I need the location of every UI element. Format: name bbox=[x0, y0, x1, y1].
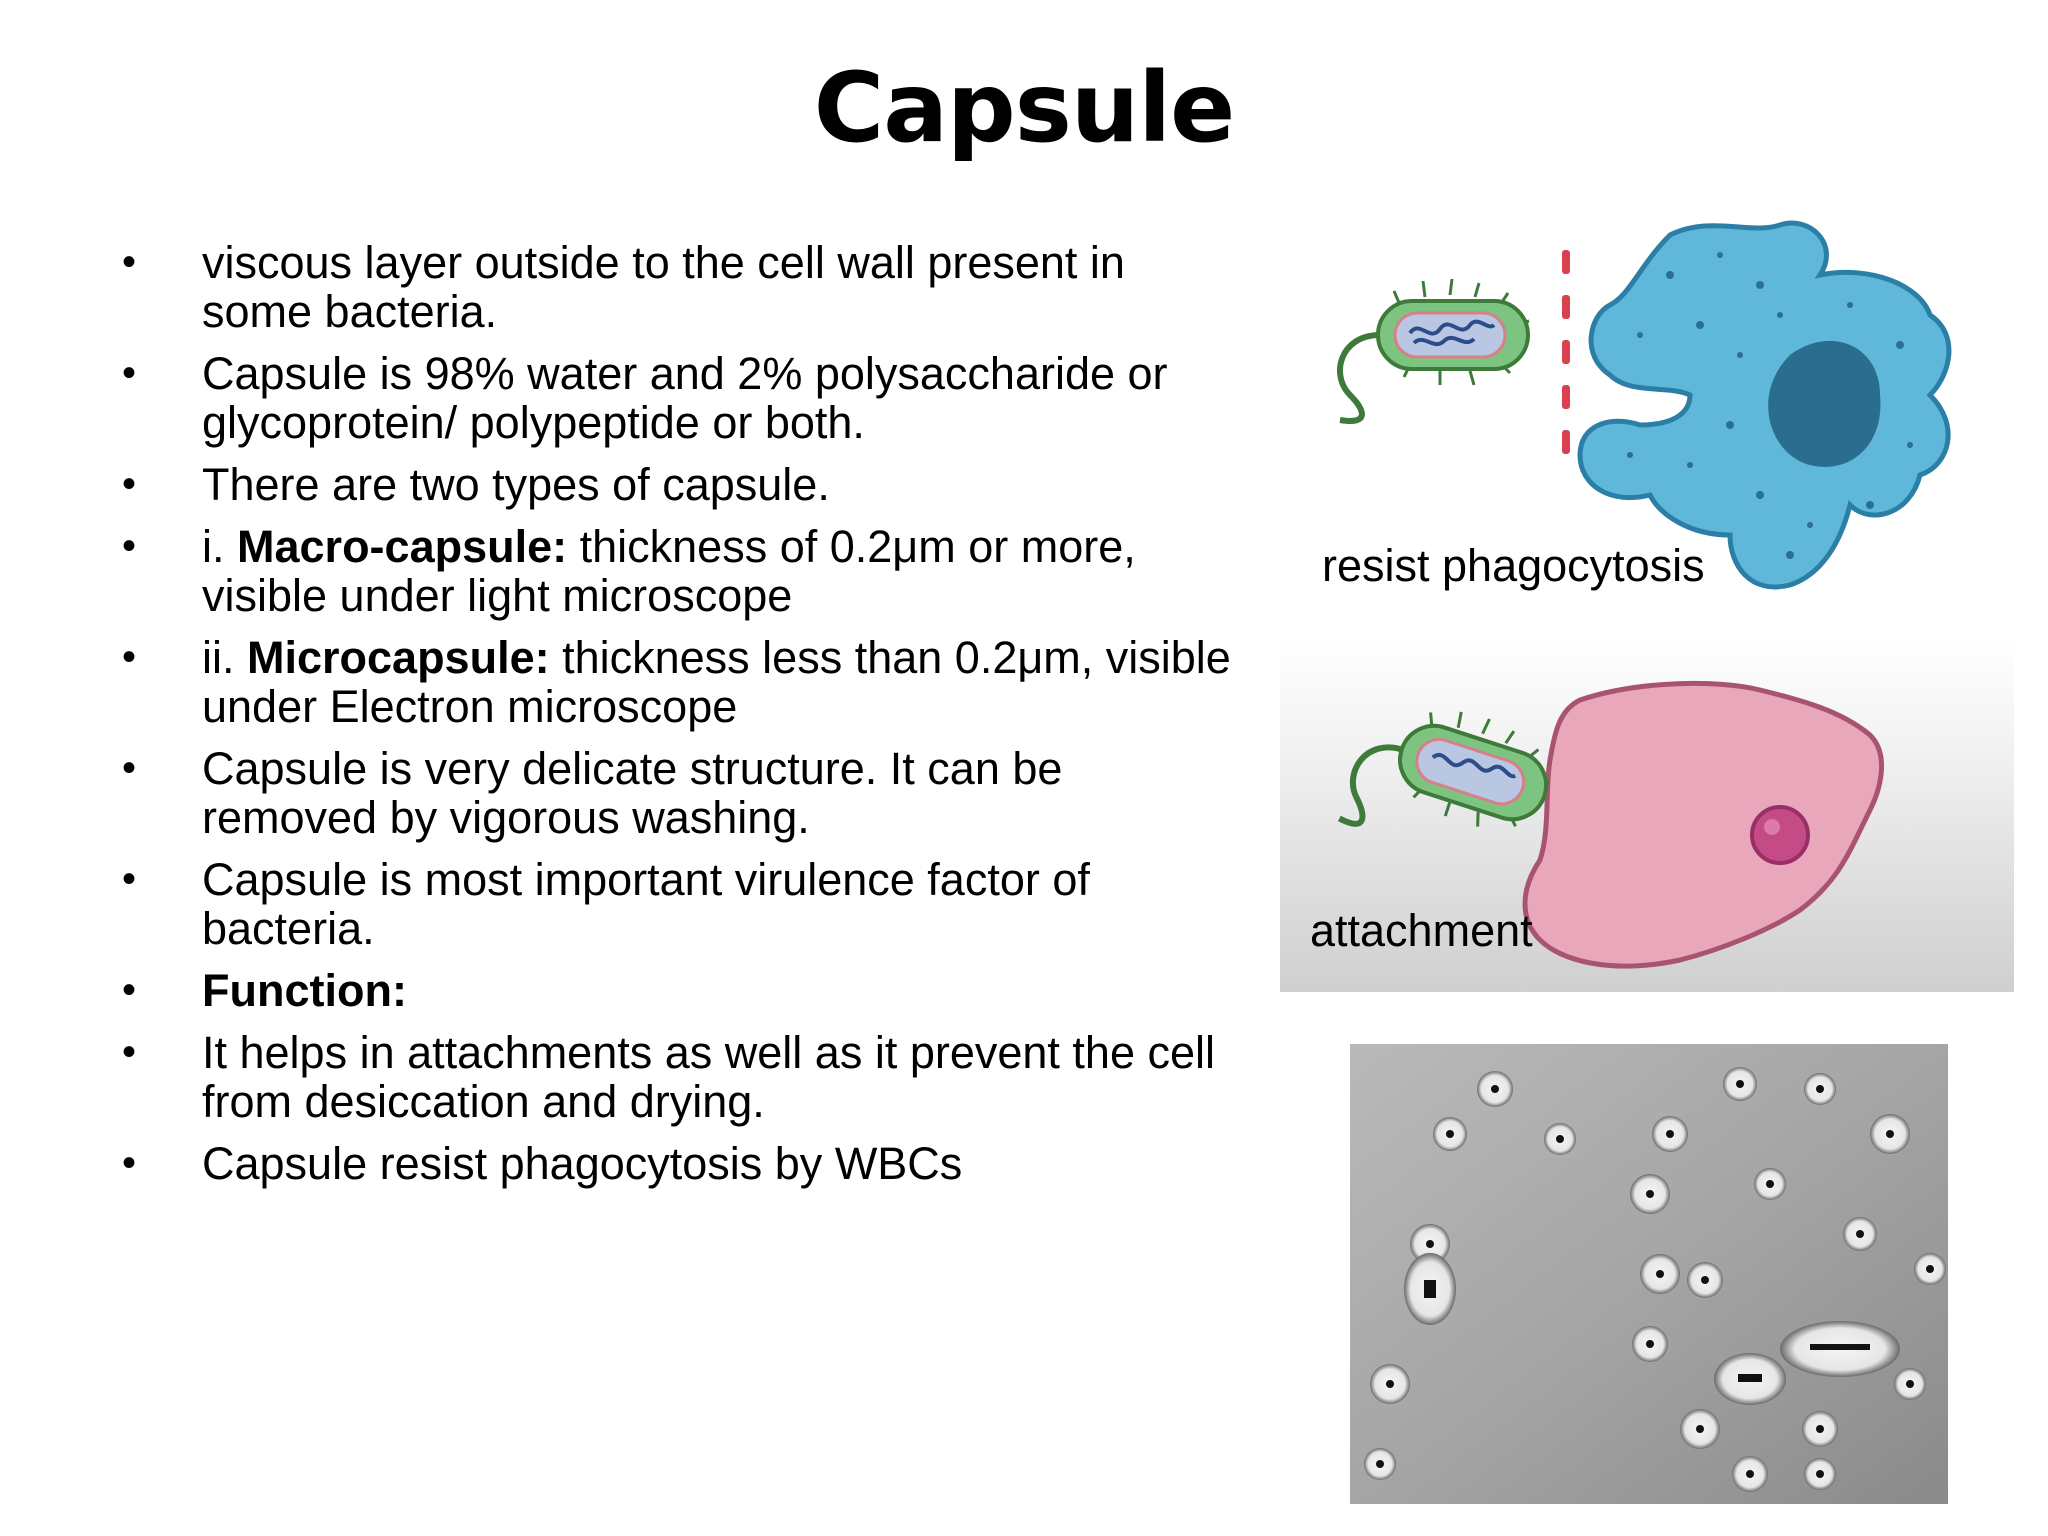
bullet-item: •i. Macro-capsule: thickness of 0.2μm or… bbox=[122, 521, 1136, 621]
bullet-dot: • bbox=[122, 1141, 137, 1185]
bullet-dot: • bbox=[122, 240, 137, 284]
phagocytosis-caption: resist phagocytosis bbox=[1322, 540, 1705, 591]
bullet-item: •ii. Microcapsule: thickness less than 0… bbox=[122, 632, 1231, 732]
capsule-micrograph bbox=[1350, 1044, 1948, 1504]
bullet-item: •There are two types of capsule. bbox=[122, 459, 830, 510]
bullet-item: •Capsule is 98% water and 2% polysacchar… bbox=[122, 348, 1168, 448]
host-cell-icon bbox=[1522, 680, 1885, 969]
bullet-item: •Capsule is most important virulence fac… bbox=[122, 854, 1090, 954]
bacterium-icon bbox=[1337, 278, 1530, 424]
bullet-dot: • bbox=[122, 635, 137, 679]
bullet-dot: • bbox=[122, 524, 137, 568]
phagocyte-icon bbox=[1577, 220, 1952, 590]
bullet-dot: • bbox=[122, 857, 137, 901]
bullet-dot: • bbox=[122, 351, 137, 395]
capsule-halos bbox=[1364, 1067, 1946, 1492]
bullet-item: •Function: bbox=[122, 965, 407, 1016]
attaching-bacterium-icon bbox=[1337, 711, 1550, 827]
bullet-item: •Capsule is very delicate structure. It … bbox=[122, 743, 1063, 843]
attachment-illustration bbox=[1337, 680, 1885, 969]
attachment-caption: attachment bbox=[1310, 905, 1533, 956]
bullet-dot: • bbox=[122, 746, 137, 790]
bullet-item: •viscous layer outside to the cell wall … bbox=[122, 237, 1125, 337]
bullet-item: •It helps in attachments as well as it p… bbox=[122, 1027, 1216, 1127]
bullet-dot: • bbox=[122, 1030, 137, 1074]
bullet-dot: • bbox=[122, 462, 137, 506]
phagocytosis-illustration bbox=[1337, 220, 1952, 590]
bullet-list: •viscous layer outside to the cell wall … bbox=[118, 238, 1238, 1201]
bullet-dot: • bbox=[122, 968, 137, 1012]
slide-title: Capsule bbox=[813, 52, 1235, 164]
bullet-item: •Capsule resist phagocytosis by WBCs bbox=[122, 1138, 963, 1189]
barrier-dashes bbox=[1562, 250, 1570, 454]
